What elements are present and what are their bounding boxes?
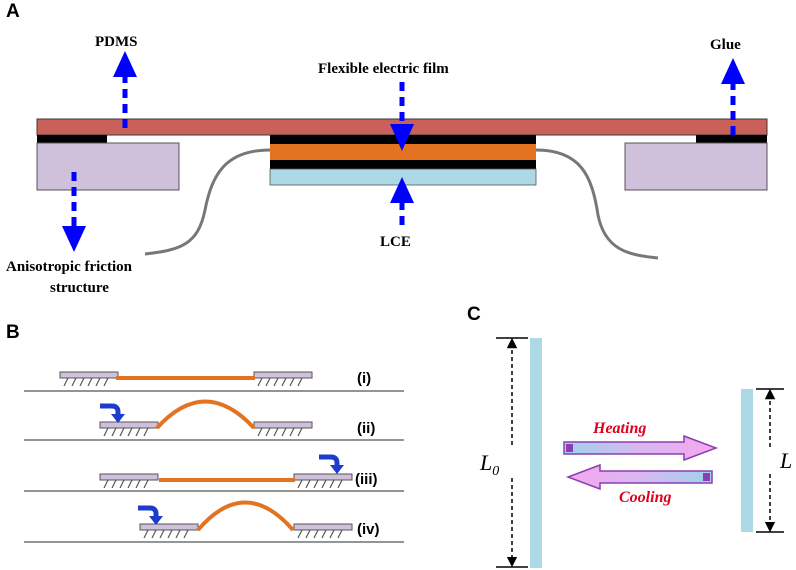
panel-b-letter: B [6, 322, 20, 343]
lce-label: LCE [380, 234, 411, 250]
friction-arrow-head [62, 226, 86, 252]
friction-foot [99, 421, 159, 437]
friction-label-line1: Anisotropic friction [6, 259, 133, 275]
panel-c-letter: C [467, 304, 481, 325]
friction-foot [99, 473, 159, 489]
step-label-i: (i) [357, 370, 371, 387]
flexible-film-layer [270, 144, 536, 160]
friction-pad-left [36, 142, 180, 191]
glue-strip-right [696, 135, 767, 143]
lce-arrow-head [390, 177, 414, 203]
step-arrow-iii [319, 454, 344, 474]
body-state-iv [196, 500, 295, 532]
panel-b: B (i) (ii) (iii) (iv) [6, 322, 404, 543]
film-label: Flexible electric film [318, 61, 449, 77]
pdms-label: PDMS [95, 34, 138, 50]
step-arrow-iv [138, 505, 163, 525]
step-label-iii: (iii) [355, 471, 378, 488]
friction-foot [59, 371, 119, 387]
step-arrow-ii [100, 403, 125, 423]
panel-c: C L0 L Heating Cooling [467, 304, 792, 568]
l0-symbol: L0 [479, 450, 499, 479]
stack-black-bottom [270, 160, 536, 169]
body-state-ii [155, 399, 256, 430]
step-label-iv: (iv) [357, 521, 380, 538]
friction-foot [139, 523, 199, 539]
right-wire [535, 148, 659, 260]
friction-label-line2: structure [50, 280, 109, 296]
panel-a: A PDMS Flexible electric film Glue [6, 1, 768, 296]
film-arrow-head [390, 124, 414, 151]
lce-bar-original [530, 338, 542, 568]
heating-label: Heating [592, 420, 646, 437]
cooling-arrow-cap [703, 473, 710, 481]
glue-strip-left [37, 135, 107, 143]
cooling-label: Cooling [619, 489, 671, 506]
l-symbol: L [779, 448, 792, 473]
friction-foot [253, 421, 313, 437]
panel-a-letter: A [6, 1, 20, 22]
lce-bar-contracted [741, 389, 753, 532]
cooling-arrow [565, 463, 713, 491]
friction-feet [59, 371, 353, 539]
friction-pad-right [624, 142, 768, 191]
step-label-ii: (ii) [357, 420, 375, 437]
left-wire [144, 148, 271, 256]
pdms-arrow-head [113, 51, 137, 77]
glue-label: Glue [710, 37, 741, 53]
heating-arrow [563, 434, 719, 462]
glue-arrow-head [721, 58, 745, 84]
heating-arrow-cap [566, 444, 573, 452]
friction-foot [293, 523, 353, 539]
friction-foot [293, 473, 353, 489]
friction-foot [253, 371, 313, 387]
